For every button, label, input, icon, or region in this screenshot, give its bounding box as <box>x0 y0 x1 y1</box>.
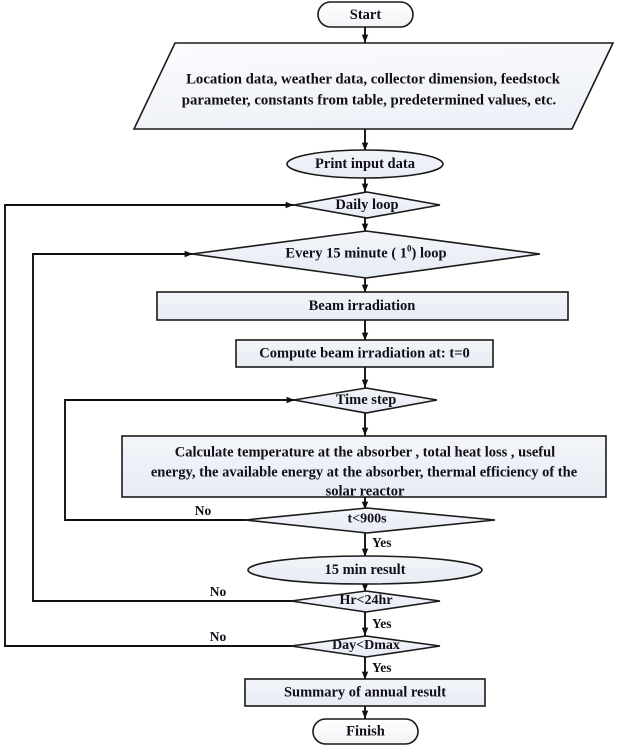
print-ellipse-shape <box>286 149 444 179</box>
calculate-label-line1: Calculate temperature at the absorber , … <box>175 444 555 460</box>
input-parallelogram-shape <box>132 42 615 130</box>
edge-label-hr24-yes: Yes <box>372 616 392 631</box>
calculate-box-shape <box>121 435 607 498</box>
input-label-line2: parameter, constants from table, predete… <box>182 92 557 108</box>
edge-hr24-no-loop <box>32 250 292 602</box>
t900-label: t<900s <box>347 512 387 527</box>
beam-irradiation-label: Beam irradiation <box>309 298 416 314</box>
edge-label-t900-no: No <box>195 503 212 518</box>
beam-irradiation-box-shape <box>156 291 569 321</box>
every15-label-pre: Every 15 minute ( 1 <box>285 246 407 262</box>
node-day-less-dmax: Day<Dmax <box>290 635 441 658</box>
hr24-diamond-shape <box>290 590 441 613</box>
every15-diamond-shape <box>191 230 541 279</box>
daily-loop-label: Daily loop <box>335 197 398 213</box>
node-print-input-data: Print input data <box>286 149 444 179</box>
node-finish: Finish <box>312 718 419 745</box>
compute-box-shape <box>235 339 494 368</box>
finish-terminator-shape <box>312 718 419 745</box>
summary-box-shape <box>244 678 486 707</box>
hr24-label: Hr<24hr <box>339 593 392 608</box>
t900-diamond-shape <box>244 507 496 534</box>
node-calculate-temperature: Calculate temperature at the absorber , … <box>121 435 607 499</box>
edge-label-daydmax-no: No <box>210 629 227 644</box>
every15-label-post: ) loop <box>412 246 447 262</box>
every15-label: Every 15 minute ( 10) loop <box>285 244 446 262</box>
node-summary-annual-result: Summary of annual result <box>244 678 486 707</box>
edge-label-t900-yes: Yes <box>372 535 392 550</box>
input-label-line1: Location data, weather data, collector d… <box>186 71 561 87</box>
node-beam-irradiation: Beam irradiation <box>156 291 569 321</box>
node-every-15-minute-loop: Every 15 minute ( 10) loop <box>191 230 541 279</box>
edge-label-daydmax-yes: Yes <box>372 660 392 675</box>
edge-t900-no-loop <box>64 396 295 521</box>
finish-label: Finish <box>346 723 385 739</box>
every15-label-superscript: 0 <box>407 244 412 254</box>
node-hr-less-24hr: Hr<24hr <box>290 590 441 613</box>
start-terminator-shape <box>317 1 414 28</box>
node-start: Start <box>317 1 414 28</box>
daydmax-diamond-shape <box>290 635 441 658</box>
node-time-step: Time step <box>293 387 438 414</box>
daydmax-label: Day<Dmax <box>332 638 400 653</box>
compute-label: Compute beam irradiation at: t=0 <box>259 345 469 361</box>
time-step-label: Time step <box>336 392 397 408</box>
node-t-less-900s: t<900s <box>244 507 496 534</box>
print-label: Print input data <box>315 156 416 172</box>
node-compute-beam-irradiation: Compute beam irradiation at: t=0 <box>235 339 494 368</box>
summary-label: Summary of annual result <box>284 684 446 700</box>
node-daily-loop: Daily loop <box>293 191 441 219</box>
node-15-min-result: 15 min result <box>247 555 483 585</box>
start-label: Start <box>350 7 382 23</box>
time-step-diamond-shape <box>293 387 438 414</box>
result15-ellipse-shape <box>247 555 483 585</box>
node-input-data: Location data, weather data, collector d… <box>132 42 615 130</box>
calculate-label-line3: solar reactor <box>326 483 405 499</box>
daily-loop-diamond-shape <box>293 191 441 219</box>
calculate-label-line2: energy, the available energy at the abso… <box>151 464 578 480</box>
edge-daydmax-no-loop <box>4 201 294 647</box>
result15-label: 15 min result <box>324 562 405 578</box>
edge-label-hr24-no: No <box>210 584 227 599</box>
